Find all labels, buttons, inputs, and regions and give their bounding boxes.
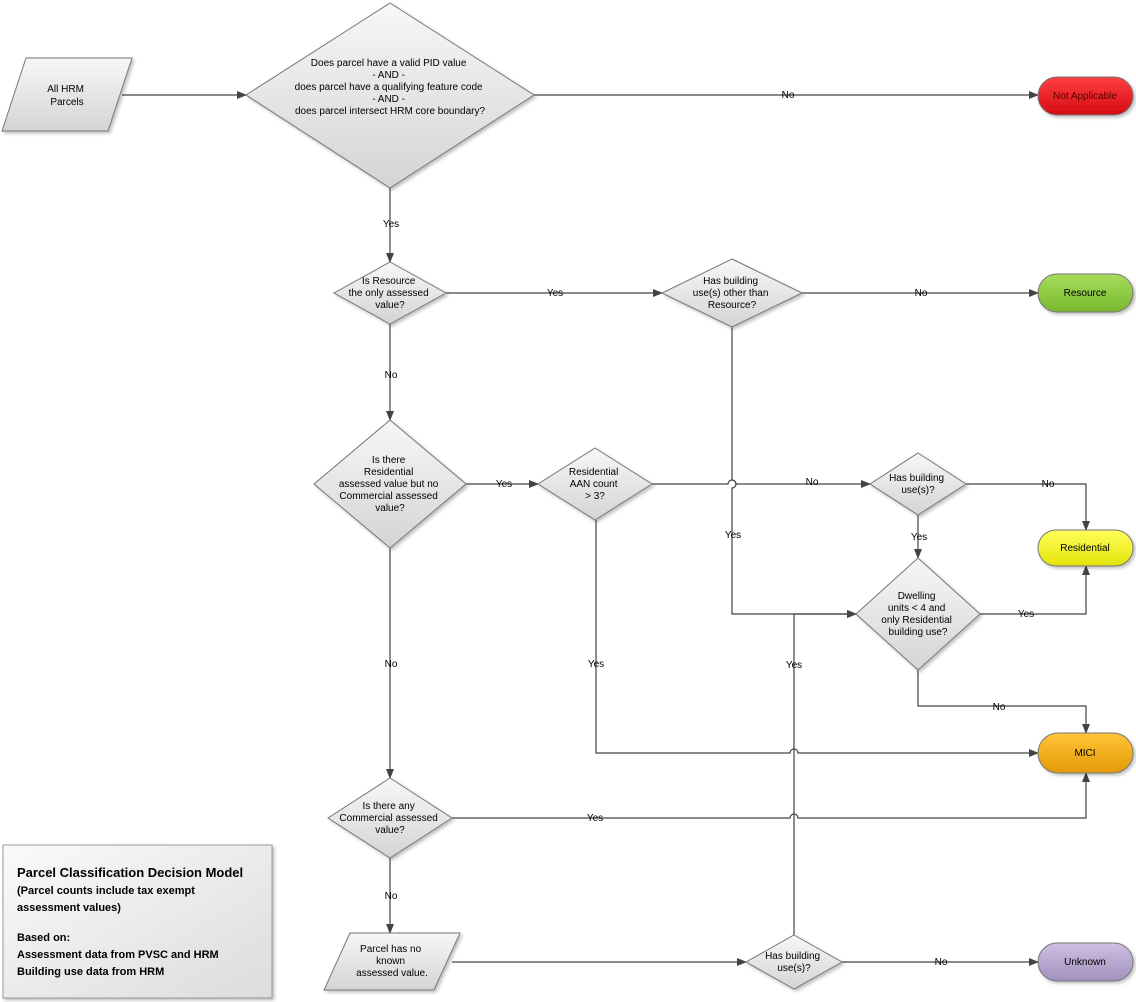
edges — [122, 91, 1090, 966]
decision-has-building-use-2: Has building use(s)? — [744, 934, 844, 990]
decision-valid-pid-label: Does parcel have a valid PID value - AND… — [295, 58, 486, 117]
edge-label: Yes — [383, 219, 399, 230]
decision-valid-pid: Does parcel have a valid PID value - AND… — [245, 2, 535, 189]
edge-comm-yes — [452, 772, 1090, 819]
legend-based-on: Based on: Assessment data from PVSC and … — [17, 932, 222, 978]
decision-residential-no-commercial: Is there Residential assessed value but … — [313, 419, 467, 549]
decision-aan-count-label: Residential AAN count > 3? — [569, 467, 621, 502]
edge-label: Yes — [588, 659, 604, 670]
outcome-resource-label: Resource — [1064, 288, 1107, 299]
decision-residential-no-commercial-label: Is there Residential assessed value but … — [339, 455, 441, 514]
node-start: All HRM Parcels — [1, 57, 133, 132]
node-no-known-value: Parcel has no known assessed value. — [323, 932, 461, 991]
edge-label: Yes — [725, 530, 741, 541]
decision-commercial-label: Is there any Commercial assessed value? — [339, 801, 440, 836]
decision-building-other-label: Has building use(s) other than Resource? — [693, 276, 771, 311]
decision-aan-count: Residential AAN count > 3? — [537, 447, 653, 521]
edge-label: No — [385, 659, 398, 670]
edge-aan-yes — [595, 520, 1039, 757]
outcome-unknown: Unknown — [1037, 942, 1134, 982]
decision-resource-only: Is Resource the only assessed value? — [332, 261, 448, 325]
node-no-known-value-label: Parcel has no known assessed value. — [356, 944, 428, 979]
outcome-residential: Residential — [1037, 529, 1134, 567]
outcome-not-applicable-label: Not Applicable — [1053, 91, 1117, 102]
legend-title: Parcel Classification Decision Model — [17, 865, 243, 880]
decision-dwelling-units-label: Dwelling units < 4 and only Residential … — [881, 591, 954, 638]
edge-label: No — [385, 370, 398, 381]
edge-label: No — [385, 891, 398, 902]
outcome-mici: MICI — [1037, 732, 1134, 774]
outcome-residential-label: Residential — [1060, 543, 1109, 554]
decision-building-other: Has building use(s) other than Resource? — [660, 258, 804, 328]
node-start-label: All HRM Parcels — [47, 84, 86, 108]
edge-label: Yes — [496, 479, 512, 490]
outcome-mici-label: MICI — [1074, 748, 1095, 759]
decision-resource-only-label: Is Resource the only assessed value? — [349, 276, 432, 311]
edge-label: Yes — [587, 813, 603, 824]
outcome-resource: Resource — [1037, 273, 1134, 313]
outcome-unknown-label: Unknown — [1064, 957, 1106, 968]
edge-dwelling-yes — [980, 565, 1090, 615]
edge-label: No — [1042, 479, 1055, 490]
decision-has-building-use-1: Has building use(s)? — [869, 452, 967, 516]
decision-has-building-use-2-label: Has building use(s)? — [765, 951, 823, 974]
edge-bldguse1-no — [966, 483, 1090, 531]
edge-dwelling-no — [917, 670, 1090, 734]
edge-labels: No Yes Yes No No Yes Yes No No Yes Yes N… — [383, 90, 1055, 968]
legend-box: Parcel Classification Decision Model (Pa… — [2, 844, 273, 999]
edge-label: Yes — [547, 288, 563, 299]
edge-bldguse2-yes — [793, 610, 857, 935]
edge-aan-no — [652, 479, 871, 488]
legend-note: (Parcel counts include tax exempt assess… — [17, 885, 198, 914]
edge-label: Yes — [786, 660, 802, 671]
edge-label: No — [782, 90, 795, 101]
outcome-not-applicable: Not Applicable — [1037, 76, 1134, 116]
edge-label: No — [806, 477, 819, 488]
edge-label: No — [993, 702, 1006, 713]
decision-has-building-use-1-label: Has building use(s)? — [889, 473, 947, 496]
decision-commercial: Is there any Commercial assessed value? — [327, 777, 453, 859]
decision-dwelling-units: Dwelling units < 4 and only Residential … — [855, 557, 981, 671]
edge-label: Yes — [1018, 609, 1034, 620]
edge-bldgother-yes — [731, 327, 857, 618]
edge-label: No — [935, 957, 948, 968]
edge-label: No — [915, 288, 928, 299]
edge-label: Yes — [911, 532, 927, 543]
